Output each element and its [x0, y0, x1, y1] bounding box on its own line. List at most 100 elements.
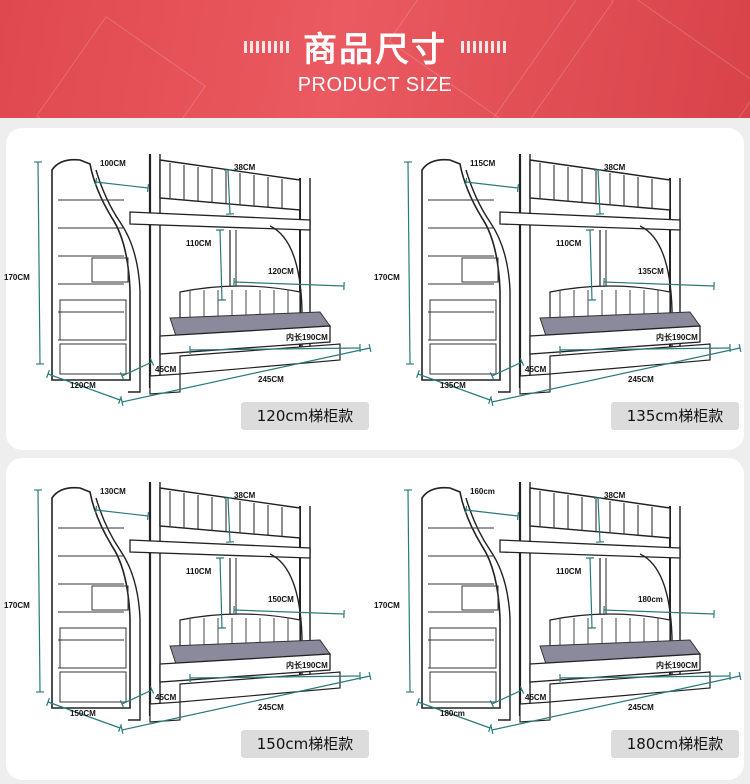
label-inner-height: 110CM	[556, 239, 582, 248]
label-rail-height: 38CM	[234, 163, 256, 172]
dim-inner-length	[189, 675, 361, 679]
stair-base-box	[59, 671, 127, 703]
label-total-height: 170CM	[374, 601, 400, 610]
label-stair-width: 150CM	[70, 709, 96, 718]
upper-guard-rail	[159, 487, 301, 539]
lower-bed-base	[159, 325, 331, 355]
stair-drawer	[461, 257, 499, 283]
stair-drawer	[461, 585, 499, 611]
end-board-curve	[639, 225, 673, 358]
trundle-drawer	[179, 671, 341, 703]
label-top-width: 100CM	[100, 159, 126, 168]
dim-top-width	[95, 509, 149, 517]
lower-bed-base	[529, 653, 701, 683]
label-total-height: 170CM	[4, 601, 30, 610]
header-banner: 商品尺寸 PRODUCT SIZE	[0, 0, 750, 118]
stair-handrail	[465, 497, 511, 721]
dim-rail-height	[227, 497, 231, 543]
dim-inner-height	[589, 229, 593, 301]
stair-drawer	[91, 585, 129, 611]
variant-label-1: 135cm梯柜款	[611, 402, 739, 430]
dim-inner-height	[219, 229, 223, 301]
front-step	[519, 701, 551, 723]
dim-total-height	[407, 489, 411, 693]
stair-cupboard	[59, 627, 127, 669]
dim-stair-width	[47, 373, 121, 401]
stair-base-box	[59, 343, 127, 375]
label-bed-width: 120CM	[268, 267, 294, 276]
label-total-height: 170CM	[4, 273, 30, 282]
upper-bed-base	[499, 211, 681, 231]
dim-stair-depth	[121, 689, 153, 705]
lower-bed-base	[159, 653, 331, 683]
trundle-drawer	[549, 671, 711, 703]
label-top-width: 130CM	[100, 487, 126, 496]
page-subtitle: PRODUCT SIZE	[297, 74, 453, 96]
lower-guard-rail	[549, 613, 671, 649]
dim-rail-height	[597, 497, 601, 543]
label-inner-length: 内长190CM	[286, 660, 328, 670]
dim-rail-height	[597, 169, 601, 215]
dim-top-width	[465, 181, 519, 189]
dim-stair-depth	[121, 361, 153, 377]
page-title: 商品尺寸	[303, 30, 447, 70]
label-stair-depth: 45CM	[155, 365, 177, 374]
dim-stair-width	[47, 701, 121, 729]
upper-bed-base	[129, 211, 311, 231]
lower-guard-rail	[179, 285, 301, 321]
dim-top-width	[465, 509, 519, 517]
dim-total-length	[491, 347, 741, 403]
label-total-length: 245CM	[628, 703, 654, 712]
dim-stair-depth	[491, 361, 523, 377]
label-total-length: 245CM	[258, 703, 284, 712]
stair-cabinet	[51, 158, 131, 381]
label-bed-width: 180cm	[638, 595, 663, 604]
title-decoration-left	[244, 40, 289, 53]
dim-inner-length	[189, 347, 361, 351]
dim-stair-width	[417, 701, 491, 729]
label-stair-depth: 45CM	[525, 693, 547, 702]
dim-top-width	[95, 181, 149, 189]
dim-total-height	[37, 489, 41, 693]
dim-total-length	[121, 675, 371, 731]
label-total-length: 245CM	[628, 375, 654, 384]
dim-total-height	[37, 161, 41, 365]
upper-bed-base	[129, 539, 311, 559]
dim-bed-width	[603, 281, 715, 287]
dim-inner-height	[589, 557, 593, 629]
stair-handrail	[465, 169, 511, 393]
variant-label-3: 180cm梯柜款	[611, 730, 739, 758]
front-step	[149, 701, 181, 723]
stair-cabinet	[421, 158, 501, 381]
stair-drawer	[91, 257, 129, 283]
label-inner-length: 内长190CM	[286, 332, 328, 342]
dim-total-height	[407, 161, 411, 365]
stair-base-box	[429, 343, 497, 375]
dim-bed-width	[603, 609, 715, 615]
stair-cabinet	[51, 486, 131, 709]
label-inner-height: 110CM	[556, 567, 582, 576]
label-stair-depth: 45CM	[155, 693, 177, 702]
dim-bed-width	[233, 609, 345, 615]
front-step	[519, 373, 551, 395]
dim-total-length	[121, 347, 371, 403]
lower-guard-rail	[549, 285, 671, 321]
dim-inner-length	[559, 347, 731, 351]
stair-cupboard	[59, 299, 127, 341]
upper-guard-rail	[529, 487, 671, 539]
dim-total-length	[491, 675, 741, 731]
label-inner-length: 内长190CM	[656, 332, 698, 342]
label-rail-height: 38CM	[604, 163, 626, 172]
label-stair-width: 120CM	[70, 381, 96, 390]
title-row: 商品尺寸	[0, 22, 750, 71]
label-inner-length: 内长190CM	[656, 660, 698, 670]
end-board-curve	[269, 225, 303, 358]
label-rail-height: 38CM	[604, 491, 626, 500]
